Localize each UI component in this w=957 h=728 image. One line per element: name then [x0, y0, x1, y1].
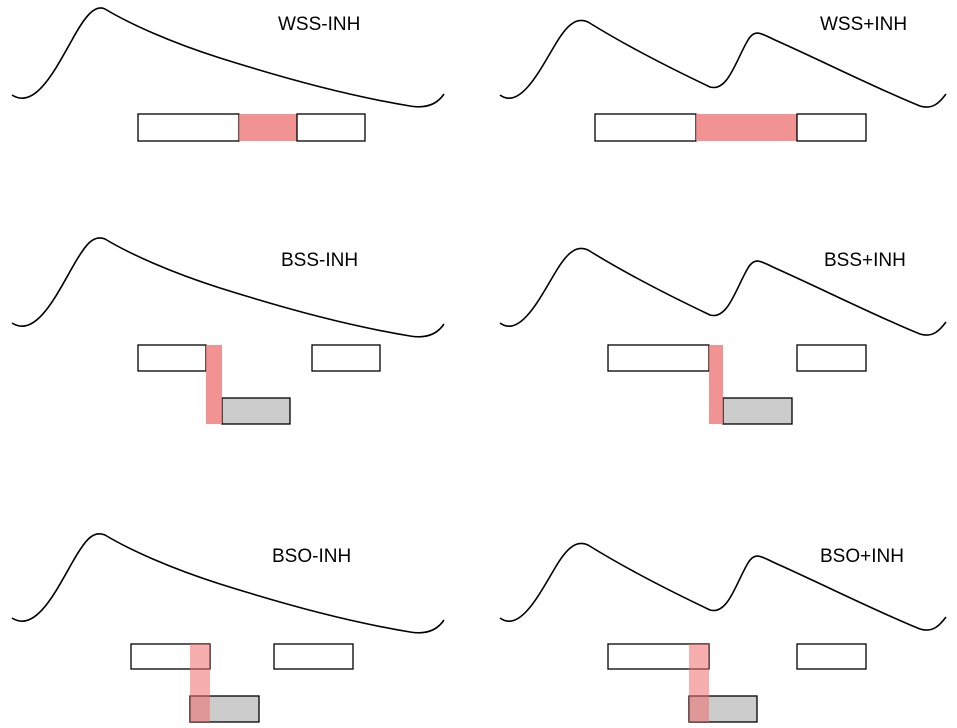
note-box-left [137, 113, 240, 142]
inhibition-band [206, 345, 222, 424]
single-peak-waveform [11, 533, 445, 634]
panel-bso-inh: BSO-INH [11, 533, 445, 723]
inhibition-band [709, 345, 723, 424]
panel-wss-inh: WSS-INH [11, 7, 445, 142]
panel-label: BSO+INH [820, 546, 904, 567]
note-box-upper-right [311, 344, 381, 372]
panel-label: BSO-INH [272, 546, 351, 567]
note-box-right [296, 113, 366, 142]
inhibition-band [239, 114, 297, 141]
note-box-lower-grey [722, 397, 793, 425]
note-box-upper-left [137, 344, 207, 372]
panel-wss-plus-inh: WSS+INH [499, 14, 947, 142]
inhibition-band [689, 644, 709, 722]
single-peak-waveform [11, 237, 445, 338]
note-box-right [796, 113, 867, 142]
panel-label: WSS-INH [278, 14, 360, 35]
panel-label: BSS-INH [281, 250, 358, 271]
note-box-upper-right [796, 643, 867, 670]
panel-label: BSS+INH [824, 250, 906, 271]
single-peak-waveform [11, 7, 445, 108]
panel-label: WSS+INH [820, 14, 907, 35]
inhibition-band [190, 644, 210, 722]
note-box-upper-left [607, 344, 710, 372]
note-box-upper-right [796, 344, 867, 372]
inhibition-band [696, 114, 797, 141]
double-peak-waveform [499, 247, 947, 336]
note-box-lower-grey [221, 397, 291, 425]
double-peak-waveform [499, 19, 947, 108]
double-peak-waveform [499, 542, 947, 631]
panel-bss-plus-inh: BSS+INH [499, 247, 947, 425]
panel-bso-plus-inh: BSO+INH [499, 542, 947, 723]
note-box-upper-right [273, 643, 354, 670]
panel-bss-inh: BSS-INH [11, 237, 445, 425]
note-box-left [594, 113, 697, 142]
